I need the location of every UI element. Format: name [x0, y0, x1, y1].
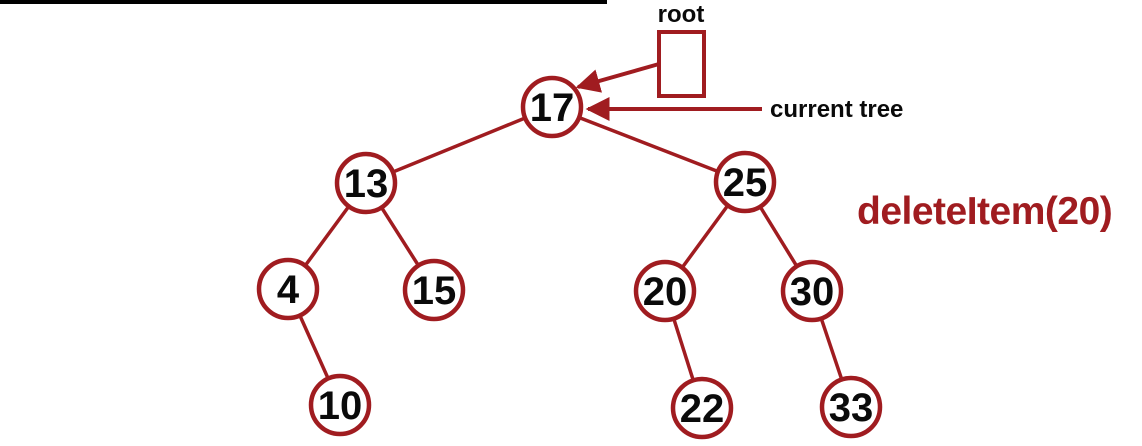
- node-value: 13: [344, 162, 389, 206]
- node-circle: [819, 375, 883, 439]
- node-circle: [713, 150, 777, 214]
- top-border-line: [0, 0, 607, 4]
- tree-node-30: 30: [780, 259, 844, 323]
- tree-nodes: 17 13 25 4 15 20: [256, 75, 883, 440]
- node-value: 4: [277, 268, 300, 312]
- node-circle: [402, 258, 466, 322]
- edge-17-13: [365, 105, 553, 185]
- current-tree-pointer: current tree: [585, 96, 903, 123]
- tree-edges: [286, 105, 853, 409]
- node-circle: [256, 257, 320, 321]
- tree-node-10: 10: [308, 373, 372, 437]
- node-value: 15: [412, 269, 457, 313]
- tree-node-33: 33: [819, 375, 883, 439]
- node-value: 25: [723, 161, 768, 205]
- root-pointer-box: [657, 30, 706, 98]
- tree-node-20: 20: [633, 259, 697, 323]
- node-value: 30: [790, 270, 835, 314]
- tree-node-22: 22: [670, 376, 734, 440]
- tree-node-15: 15: [402, 258, 466, 322]
- node-circle: [670, 376, 734, 440]
- current-tree-label: current tree: [770, 96, 903, 123]
- tree-node-25: 25: [713, 150, 777, 214]
- node-value: 10: [318, 384, 363, 428]
- edge-17-25: [551, 105, 746, 184]
- tree-node-17: 17: [520, 75, 584, 139]
- node-circle: [520, 75, 584, 139]
- root-pointer-arrow: [575, 62, 660, 93]
- node-value: 22: [680, 387, 725, 431]
- node-circle: [633, 259, 697, 323]
- node-circle: [780, 259, 844, 323]
- root-pointer-label: root: [658, 1, 705, 28]
- tree-node-4: 4: [256, 257, 320, 321]
- operation-label: deleteItem(20): [857, 190, 1112, 233]
- node-value: 17: [530, 86, 575, 130]
- root-pointer: root: [575, 1, 706, 98]
- node-value: 20: [643, 270, 688, 314]
- tree-node-13: 13: [334, 151, 398, 215]
- node-circle: [334, 151, 398, 215]
- node-circle: [308, 373, 372, 437]
- node-value: 33: [829, 386, 874, 430]
